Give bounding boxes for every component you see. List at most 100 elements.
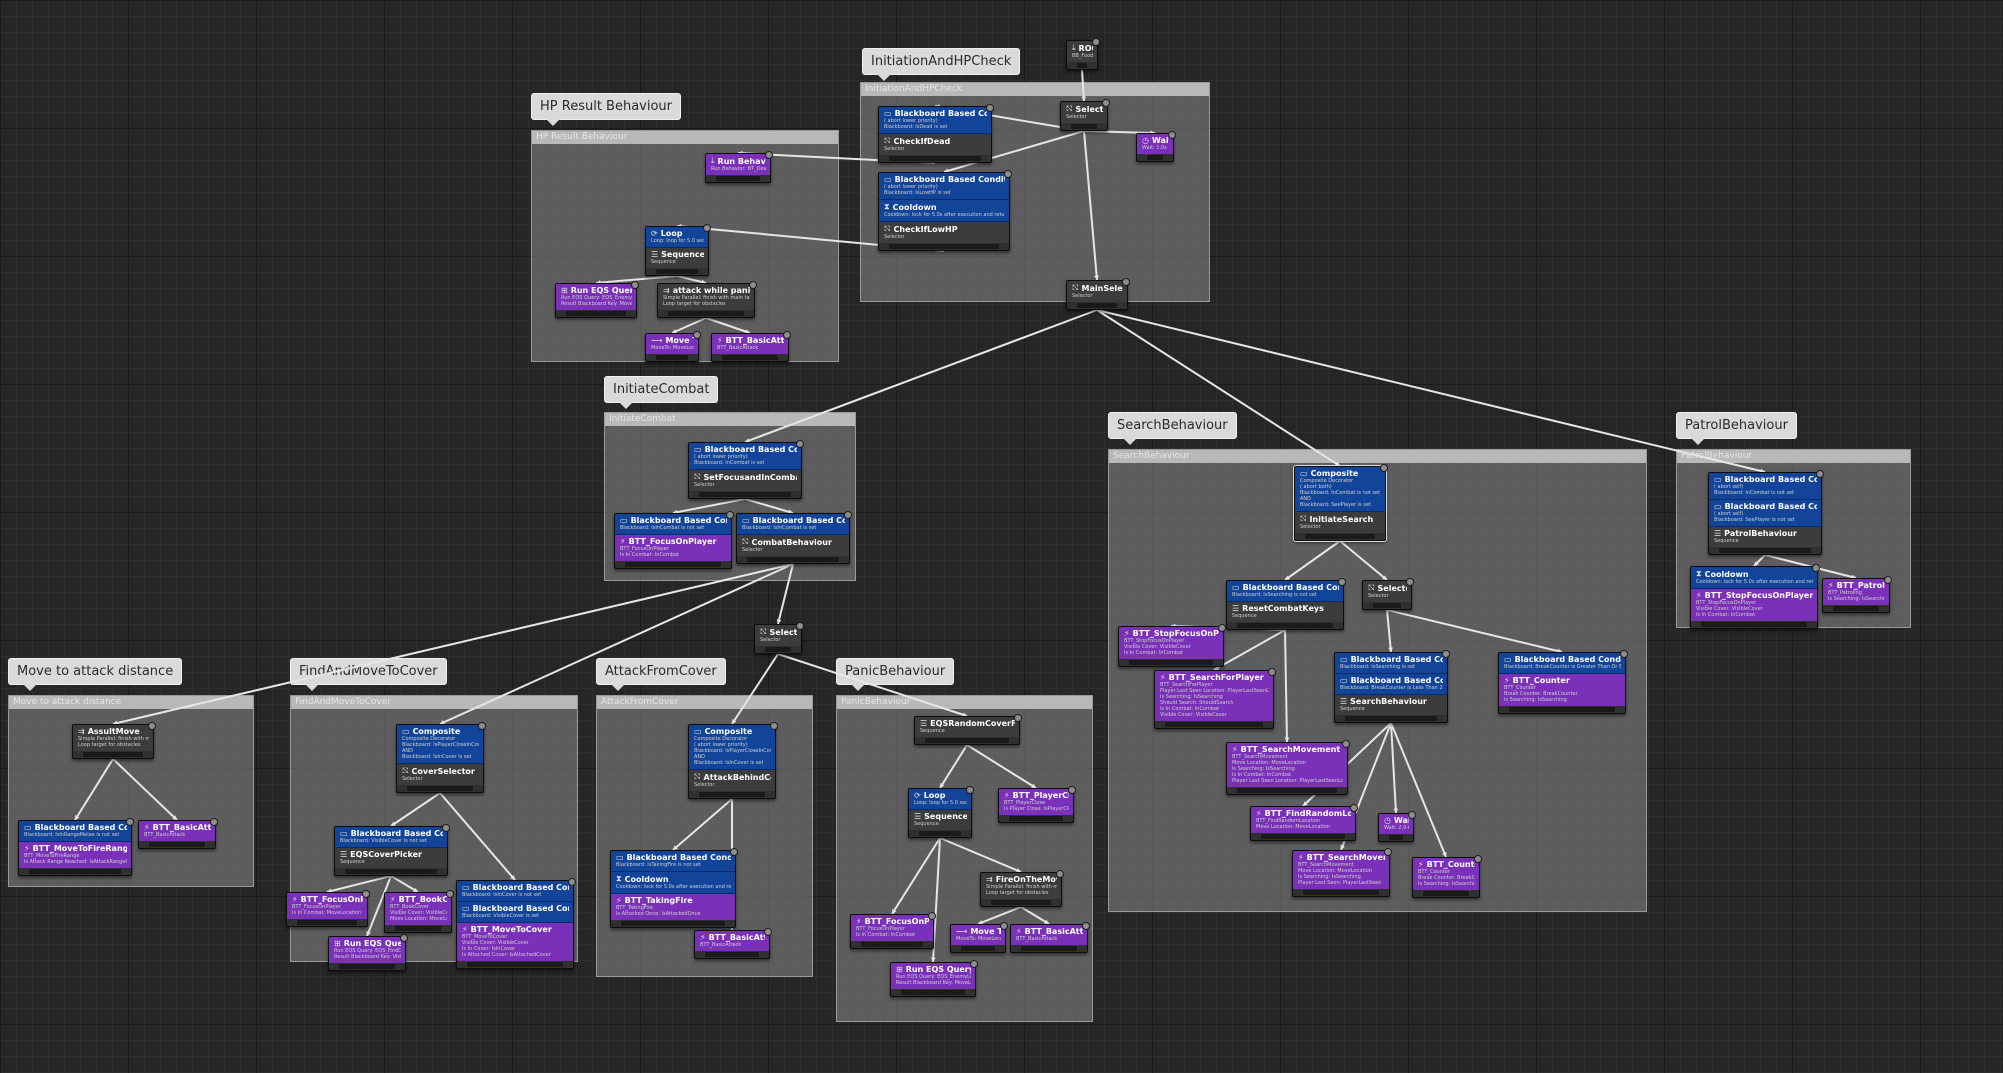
output-pin[interactable] xyxy=(1423,891,1469,896)
comment-bubble[interactable]: SearchBehaviour xyxy=(1108,412,1237,445)
decorator-section[interactable]: ▭Blackboard Based Condition( abort self)… xyxy=(1709,473,1821,500)
task-section[interactable]: ⚡BTT_BasicAttackBTT_BasicAttack xyxy=(712,334,788,354)
composite-section[interactable]: ⤓ROOTBB_FoodSoldier xyxy=(1067,41,1097,62)
output-pin[interactable] xyxy=(861,942,923,947)
comment-group-header[interactable]: HP Result Behaviour xyxy=(532,131,838,144)
comment-bubble[interactable]: HP Result Behaviour xyxy=(531,93,682,126)
comment-group-header[interactable]: PanicBehaviour xyxy=(837,696,1092,709)
output-pin[interactable] xyxy=(1237,623,1333,628)
bt-node-moveto-p[interactable]: ⟶Move ToMoveTo: MoveLocation xyxy=(950,922,1008,953)
decorator-section[interactable]: ▭Blackboard Based ConditionBlackboard: I… xyxy=(615,514,731,535)
output-pin[interactable] xyxy=(889,156,981,161)
output-pin[interactable] xyxy=(297,920,357,925)
output-pin[interactable] xyxy=(925,738,1009,743)
bt-node-setfocus[interactable]: ▭Blackboard Based Condition( abort lower… xyxy=(688,440,804,499)
output-pin[interactable] xyxy=(1389,835,1403,840)
decorator-section[interactable]: ▭Blackboard Based ConditionBlackboard: I… xyxy=(611,851,735,872)
comment-group-header[interactable]: PatrolBehaviour xyxy=(1677,450,1910,463)
output-pin[interactable] xyxy=(407,786,473,791)
output-pin[interactable] xyxy=(919,831,961,836)
output-pin[interactable] xyxy=(1237,788,1337,793)
output-pin[interactable] xyxy=(765,647,791,652)
output-pin[interactable] xyxy=(699,492,791,497)
output-pin[interactable] xyxy=(656,355,688,360)
task-section[interactable]: ⚡BTT_FindRandomLocationBTT_FindRandomLoc… xyxy=(1251,807,1355,833)
output-pin[interactable] xyxy=(621,921,725,926)
decorator-section[interactable]: ▭Blackboard Based Condition( abort lower… xyxy=(879,107,991,134)
output-pin[interactable] xyxy=(1071,124,1097,129)
output-pin[interactable] xyxy=(1833,606,1879,611)
output-pin[interactable] xyxy=(656,269,698,274)
output-pin[interactable] xyxy=(747,557,839,562)
task-section[interactable]: ⚡BTT_BasicAttackBTT_BasicAttack xyxy=(139,821,215,841)
bt-node-findrandom[interactable]: ⚡BTT_FindRandomLocationBTT_FindRandomLoc… xyxy=(1250,804,1358,841)
output-pin[interactable] xyxy=(1077,303,1117,308)
comment-group-header[interactable]: SearchBehaviour xyxy=(1109,450,1646,463)
output-pin[interactable] xyxy=(1165,722,1263,727)
bt-node-movetocover[interactable]: ▭Blackboard Based ConditionBlackboard: I… xyxy=(456,878,576,969)
output-pin[interactable] xyxy=(1147,155,1163,160)
decorator-section[interactable]: ▭Blackboard Based ConditionBlackboard: B… xyxy=(1499,653,1625,674)
composite-section[interactable]: ⛞AttackBehindCoverSelector xyxy=(689,770,775,791)
bt-node-searchbeh[interactable]: ▭Blackboard Based ConditionBlackboard: I… xyxy=(1334,650,1450,723)
output-pin[interactable] xyxy=(668,311,744,316)
bt-node-resetkeys[interactable]: ▭Blackboard Based ConditionBlackboard: I… xyxy=(1226,578,1346,630)
output-pin[interactable] xyxy=(467,962,563,967)
decorator-section[interactable]: ▭Blackboard Based ConditionBlackboard: I… xyxy=(1227,581,1343,602)
decorator-section[interactable]: ▭Blackboard Based ConditionBlackboard: V… xyxy=(335,827,447,848)
bt-node-basicatk-a[interactable]: ⚡BTT_BasicAttackBTT_BasicAttack xyxy=(694,928,772,959)
decorator-section[interactable]: ▭Blackboard Based ConditionBlackboard: I… xyxy=(737,514,849,535)
comment-group-header[interactable]: FindAndMoveToCover xyxy=(291,696,577,709)
output-pin[interactable] xyxy=(991,900,1051,905)
composite-section[interactable]: ⛞MainSelectorSelector xyxy=(1067,281,1127,302)
bt-node-takingfire[interactable]: ▭Blackboard Based ConditionBlackboard: I… xyxy=(610,848,738,928)
output-pin[interactable] xyxy=(1129,660,1213,665)
bt-node-combatbeh[interactable]: ▭Blackboard Based ConditionBlackboard: I… xyxy=(736,511,852,564)
task-section[interactable]: ⚡BTT_BasicAttackBTT_BasicAttack xyxy=(1011,925,1087,945)
task-section[interactable]: ⚡BTT_SearchMovementBTT_SearchMovementMov… xyxy=(1293,851,1389,889)
output-pin[interactable] xyxy=(1261,834,1345,839)
output-pin[interactable] xyxy=(339,964,395,969)
task-section[interactable]: ⚡BTT_StopFocusOnPlayerBTT_StopFocusOnPla… xyxy=(1119,627,1223,659)
decorator-section[interactable]: ▭Blackboard Based ConditionBlackboard: I… xyxy=(1335,653,1447,674)
output-pin[interactable] xyxy=(1345,716,1437,721)
output-pin[interactable] xyxy=(961,946,995,951)
bt-node-basicatk-m[interactable]: ⚡BTT_BasicAttackBTT_BasicAttack xyxy=(138,818,218,849)
output-pin[interactable] xyxy=(901,990,965,995)
comment-bubble[interactable]: PanicBehaviour xyxy=(836,658,955,691)
output-pin[interactable] xyxy=(699,792,765,797)
bt-node-runbeh[interactable]: ⤓Run BehaviorRun Behavior: BT_Dead xyxy=(705,151,773,183)
bt-node-patrolbeh[interactable]: ▭Blackboard Based Condition( abort self)… xyxy=(1708,470,1824,555)
output-pin[interactable] xyxy=(1077,63,1087,68)
